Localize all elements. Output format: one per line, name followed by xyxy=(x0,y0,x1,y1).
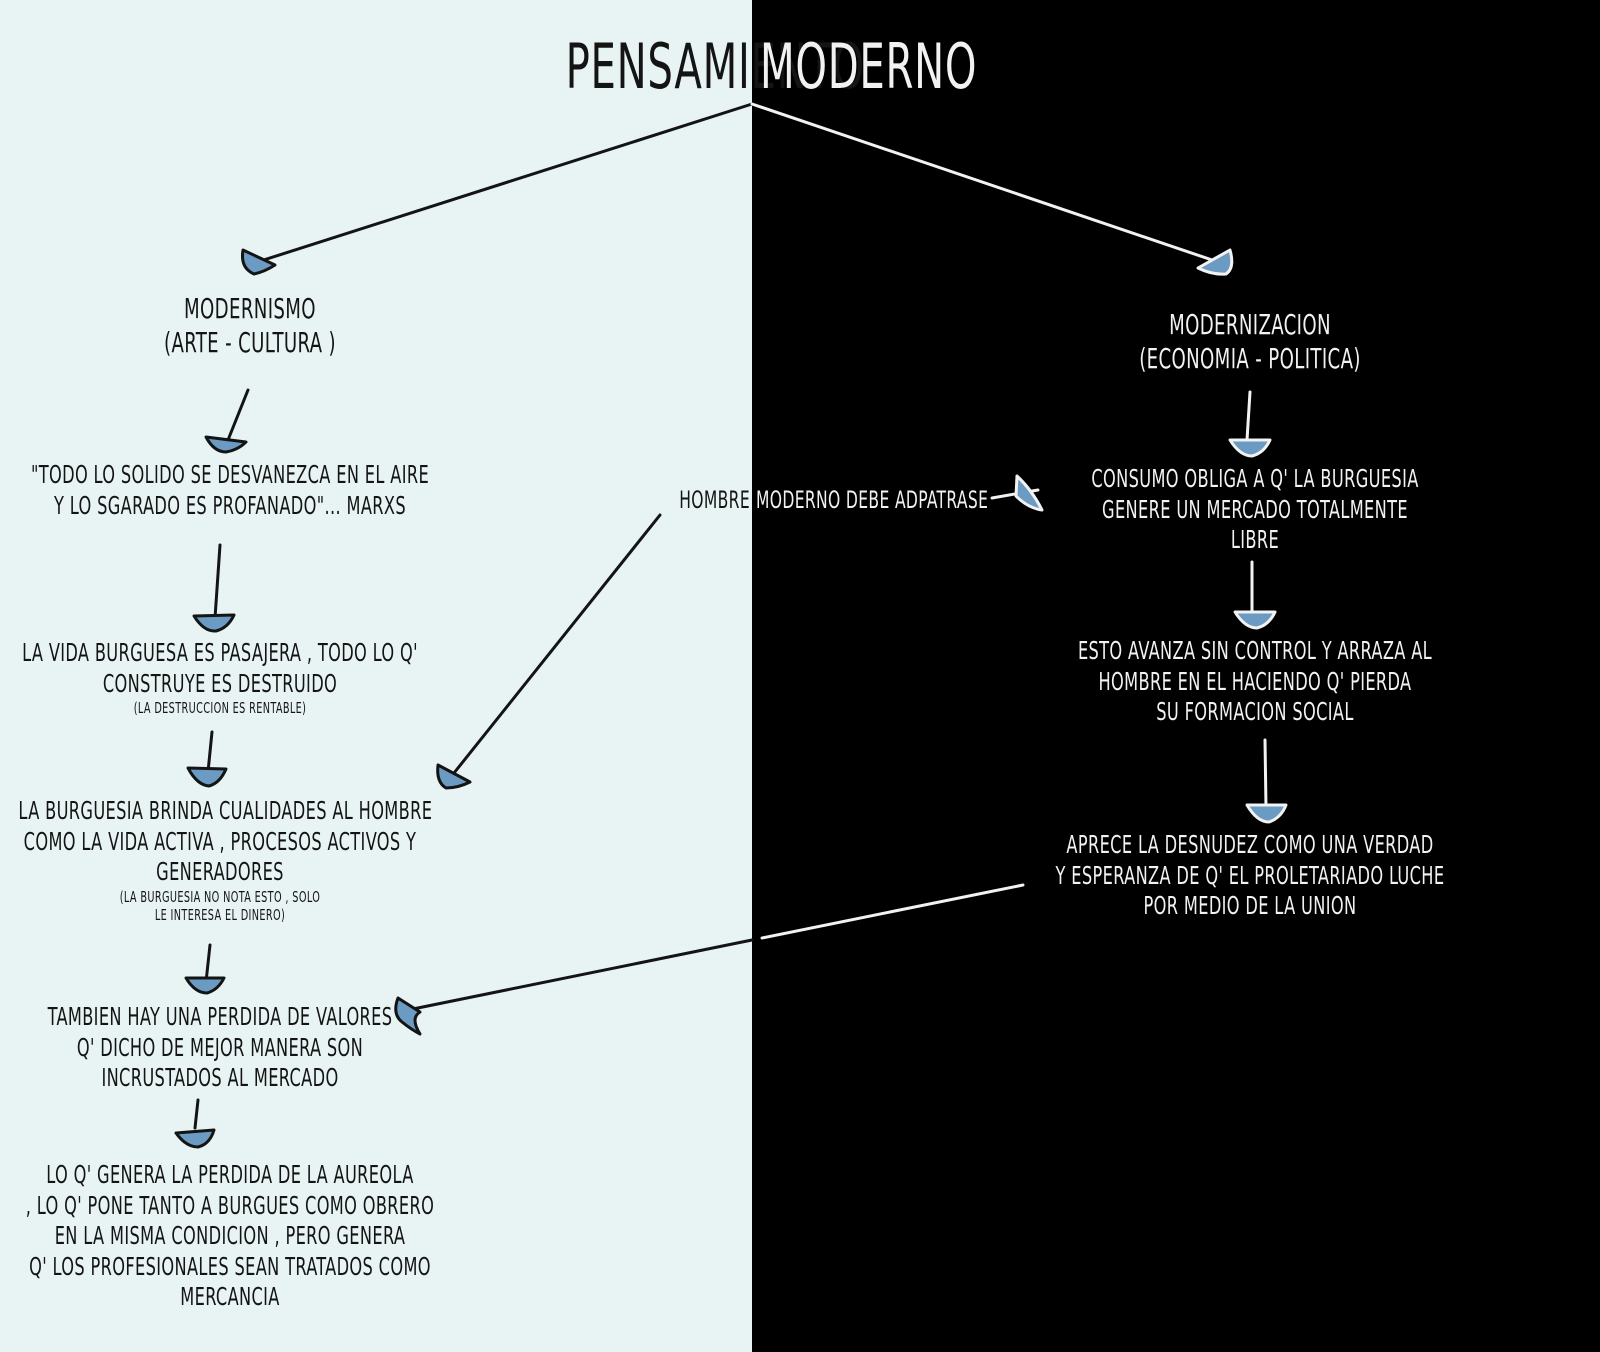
progress-line-3: SU FORMACION SOCIAL xyxy=(1156,697,1354,726)
arrowhead-quote xyxy=(204,435,248,454)
center-label-right: MODERNO DEBE ADPATRASE xyxy=(756,486,994,515)
modernizacion-heading: MODERNIZACION (ECONOMIA - POLITICA) xyxy=(1070,308,1430,376)
qualities-note-line-1: (LA BURGUESIA NO NOTA ESTO , SOLO xyxy=(119,887,321,906)
aureole-line-4: Q' LOS PROFESIONALES SEAN TRATADOS COMO xyxy=(29,1251,431,1281)
consumption-line-1: CONSUMO OBLIGA A Q' LA BURGUESIA xyxy=(1091,464,1419,493)
title-right: MODERNO xyxy=(760,36,976,98)
title-left-text: PENSAMIENTO xyxy=(565,30,865,103)
progress-line-1: ESTO AVANZA SIN CONTROL Y ARRAZA AL xyxy=(1077,636,1433,665)
aureole-line-5: MERCANCIA xyxy=(180,1282,280,1311)
arrowhead-modernizacion xyxy=(1196,248,1234,276)
values-loss-text: TAMBIEN HAY UNA PERDIDA DE VALORES Q' DI… xyxy=(18,1002,421,1094)
connector-quote-to-life xyxy=(213,543,222,620)
connector-center-to-qualities xyxy=(448,513,662,780)
bourgeois-life-text: LA VIDA BURGUESA ES PASAJERA , TODO LO Q… xyxy=(18,638,421,718)
modernismo-heading: MODERNISMO (ARTE - CULTURA ) xyxy=(70,292,430,360)
center-label-right-text: MODERNO DEBE ADPATRASE xyxy=(756,486,989,514)
arrowhead-consumption xyxy=(1228,438,1272,458)
arrowhead-center-to-qualities xyxy=(436,763,472,790)
marx-quote: "TODO LO SOLIDO SE DESVANEZCA EN EL AIRE… xyxy=(21,460,439,521)
connector-values-to-aureole xyxy=(193,1098,200,1130)
connector-nudity-to-values-right xyxy=(760,883,1025,940)
center-label-left: HOMBRE xyxy=(656,486,750,515)
nudity-text: APRECE LA DESNUDEZ COMO UNA VERDAD Y ESP… xyxy=(1034,830,1466,922)
connector-life-to-qualities xyxy=(206,730,214,774)
arrowhead-life xyxy=(192,613,236,633)
title-left: PENSAMIENTO xyxy=(566,36,865,98)
qualities-line-1: LA BURGUESIA BRINDA CUALIDADES AL HOMBRE xyxy=(18,796,433,825)
qualities-line-2: COMO LA VIDA ACTIVA , PROCESOS ACTIVOS Y xyxy=(23,826,417,856)
qualities-note-line-2: LE INTERESA EL DINERO) xyxy=(154,906,286,925)
connector-modernismo-to-quote xyxy=(226,388,250,442)
arrowhead-progress xyxy=(1233,610,1277,630)
connector-modernizacion-to-consumption xyxy=(1245,390,1252,442)
bourgeois-life-line-1: LA VIDA BURGUESA ES PASAJERA , TODO LO Q… xyxy=(22,638,418,667)
modernizacion-heading-line-2: (ECONOMIA - POLITICA) xyxy=(1139,342,1361,376)
values-loss-line-3: INCRUSTADOS AL MERCADO xyxy=(101,1063,339,1092)
arrowhead-aureole xyxy=(174,1128,216,1149)
modernizacion-heading-line-1: MODERNIZACION xyxy=(1169,308,1331,341)
qualities-line-3: GENERADORES xyxy=(156,857,284,886)
connector-title-to-modernizacion xyxy=(750,102,1220,264)
values-loss-line-1: TAMBIEN HAY UNA PERDIDA DE VALORES xyxy=(47,1002,393,1031)
marx-quote-line-2: Y LO SGARADO ES PROFANADO"... MARXS xyxy=(54,490,406,520)
consumption-text: CONSUMO OBLIGA A Q' LA BURGUESIA GENERE … xyxy=(1053,464,1456,556)
aureole-line-3: EN LA MISMA CONDICION , PERO GENERA xyxy=(54,1221,406,1250)
nudity-line-2: Y ESPERANZA DE Q' EL PROLETARIADO LUCHE xyxy=(1055,860,1445,890)
marx-quote-line-1: "TODO LO SOLIDO SE DESVANEZCA EN EL AIRE xyxy=(30,460,430,489)
values-loss-line-2: Q' DICHO DE MEJOR MANERA SON xyxy=(76,1032,364,1062)
center-label-left-text: HOMBRE xyxy=(679,486,750,514)
bourgeois-qualities-text: LA BURGUESIA BRINDA CUALIDADES AL HOMBRE… xyxy=(18,796,433,925)
arrowhead-qualities xyxy=(186,766,228,788)
consumption-line-2: GENERE UN MERCADO TOTALMENTE xyxy=(1102,494,1408,524)
progress-text: ESTO AVANZA SIN CONTROL Y ARRAZA AL HOMB… xyxy=(1053,636,1456,728)
arrowhead-values-from-nudity xyxy=(394,996,422,1036)
connector-title-to-modernismo xyxy=(246,102,754,267)
arrowhead-consumption-from-center xyxy=(1014,474,1044,512)
arrowhead-nudity xyxy=(1245,803,1288,824)
bourgeois-life-note: (LA DESTRUCCION ES RENTABLE) xyxy=(133,699,307,717)
aureole-line-2: , LO Q' PONE TANTO A BURGUES COMO OBRERO xyxy=(25,1190,435,1220)
connector-nudity-to-values-left xyxy=(406,938,754,1012)
nudity-line-1: APRECE LA DESNUDEZ COMO UNA VERDAD xyxy=(1066,830,1434,859)
arrowhead-modernismo xyxy=(241,248,277,276)
right-panel-background xyxy=(752,0,1600,1352)
bourgeois-life-line-2: CONSTRUYE ES DESTRUIDO xyxy=(102,668,338,698)
aureole-text: LO Q' GENERA LA PERDIDA DE LA AUREOLA , … xyxy=(21,1160,439,1313)
aureole-line-1: LO Q' GENERA LA PERDIDA DE LA AUREOLA xyxy=(46,1160,414,1189)
title-right-text: MODERNO xyxy=(760,30,978,103)
consumption-line-3: LIBRE xyxy=(1230,525,1280,554)
arrowhead-values xyxy=(184,976,226,995)
nudity-line-3: POR MEDIO DE LA UNION xyxy=(1143,891,1357,920)
connector-qualities-to-values xyxy=(204,943,212,984)
modernismo-heading-line-1: MODERNISMO xyxy=(184,292,316,325)
modernismo-heading-line-2: (ARTE - CULTURA ) xyxy=(164,326,336,360)
progress-line-2: HOMBRE EN EL HACIENDO Q' PIERDA xyxy=(1098,666,1412,696)
connector-progress-to-nudity xyxy=(1263,738,1268,810)
